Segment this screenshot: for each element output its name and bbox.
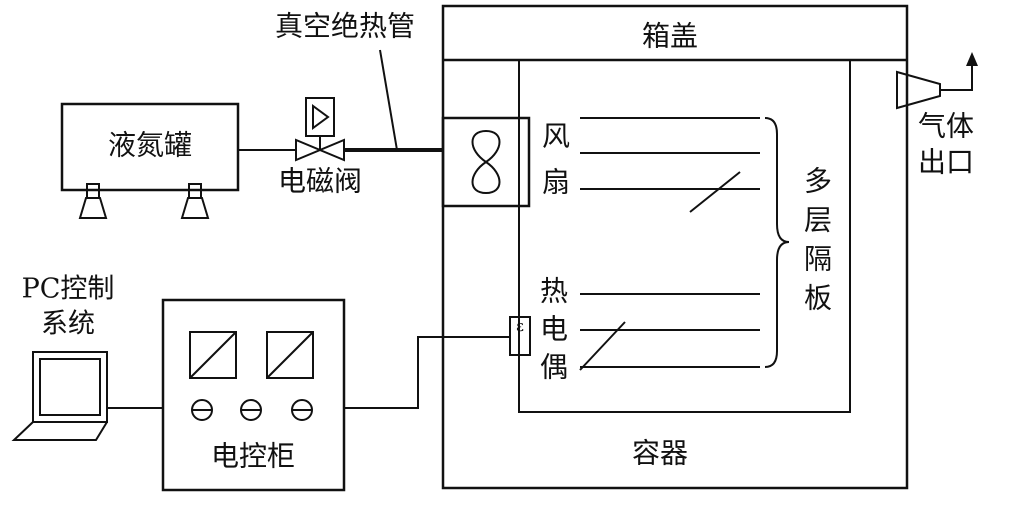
plates-label-1: 多: [804, 165, 832, 198]
thermocouple: ε 热 电 偶: [509, 275, 568, 384]
plates-label-2: 层: [804, 204, 832, 237]
plates-label-4: 板: [804, 282, 832, 315]
fan: 风 扇: [441, 116, 570, 208]
chamber-inner-liner: [518, 59, 851, 413]
gas-outlet-arrow-icon: [966, 52, 978, 66]
thermocouple-label-1: 热: [540, 275, 568, 308]
gas-outlet-label-1: 气体: [918, 110, 974, 143]
cabinet-knob-icon: [291, 399, 313, 421]
gas-outlet-nozzle: [896, 70, 941, 110]
fan-blade-icon: [471, 129, 501, 195]
tank-leg-right: [180, 183, 210, 219]
plates-brace: [764, 117, 790, 368]
valve-actuator-triangle-icon: [312, 104, 330, 130]
thermocouple-symbol: ε: [516, 317, 524, 335]
thermocouple-wire: [344, 336, 510, 409]
cabinet-knob-icon: [191, 399, 213, 421]
cabinet-body: [161, 298, 346, 492]
fan-label-2: 扇: [542, 166, 570, 199]
gas-outlet-label-2: 出口: [918, 146, 974, 179]
ln2-tank-label: 液氮罐: [108, 129, 192, 162]
solenoid-valve-label: 电磁阀: [278, 165, 362, 198]
laptop-icon: [11, 351, 108, 441]
cabinet-knob-icon: [240, 399, 262, 421]
valve-body-left-icon: [295, 138, 323, 162]
ln2-tank-body: [60, 102, 240, 192]
fan-housing: [441, 116, 531, 208]
valve-body-right-icon: [317, 138, 345, 162]
vacuum-pipe-label: 真空绝热管: [275, 10, 415, 43]
cabinet-display-icon: [189, 331, 237, 379]
lid-label: 箱盖: [642, 20, 698, 53]
pc-control-system: PC控制 系统: [11, 274, 115, 441]
vacuum-pipe-leader: [379, 49, 398, 151]
gas-outlet: 气体 出口: [896, 52, 978, 179]
plate-break-slash: [579, 321, 626, 371]
tank-leg-left: [78, 183, 108, 219]
valve-actuator: [305, 97, 335, 137]
plate-break-slash: [689, 171, 741, 213]
ln2-tank: 液氮罐: [60, 102, 240, 219]
container-label: 容器: [632, 437, 688, 470]
pc-label-2: 系统: [41, 309, 95, 340]
chamber: 箱盖 容器: [441, 4, 909, 490]
gas-outlet-pipe: [940, 64, 973, 91]
pc-label-1: PC控制: [22, 274, 115, 305]
solenoid-valve: 电磁阀: [278, 97, 362, 198]
thermocouple-label-2: 电: [540, 313, 568, 346]
control-cabinet: 电控柜: [161, 298, 346, 492]
cabinet-label: 电控柜: [211, 440, 295, 473]
thermocouple-label-3: 偶: [540, 351, 568, 384]
multilayer-plates: 多 层 隔 板: [579, 117, 832, 371]
chamber-outer-wall: [441, 4, 909, 490]
cabinet-display-icon: [266, 331, 314, 379]
fan-label-1: 风: [542, 120, 570, 153]
plates-label-3: 隔: [804, 243, 832, 276]
